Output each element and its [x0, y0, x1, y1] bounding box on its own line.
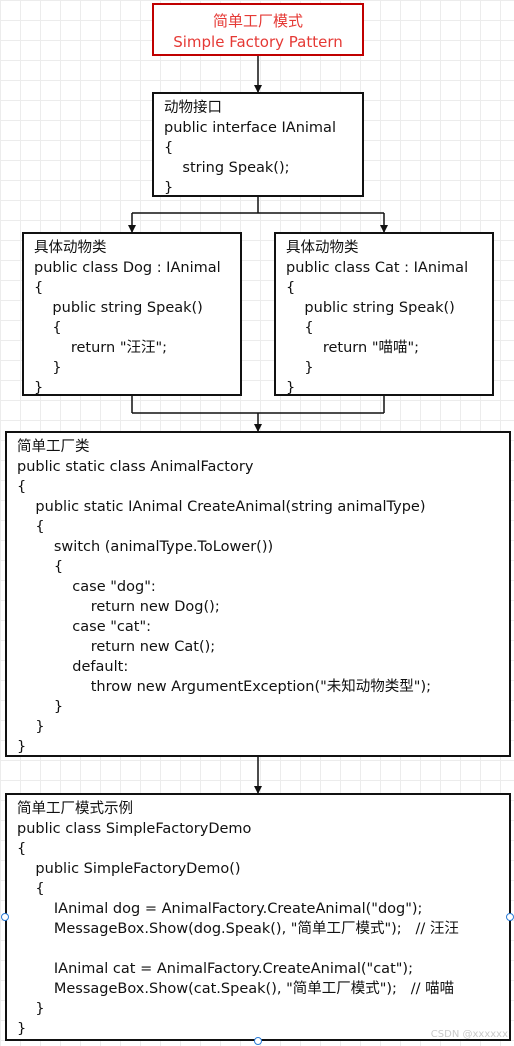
code-line: {: [286, 320, 314, 336]
code-line: }: [17, 1021, 27, 1037]
code-line: [17, 939, 505, 959]
resize-handle-left[interactable]: [1, 913, 9, 921]
interface-code: 动物接口 public interface IAnimal { string Spe…: [164, 98, 358, 198]
code-line: MessageBox.Show(dog.Speak(), "简单工厂模式"); …: [17, 921, 459, 937]
title-chinese: 简单工厂模式: [212, 12, 303, 30]
code-line: }: [17, 699, 64, 715]
code-line: public interface IAnimal: [164, 120, 336, 136]
code-line: public class Dog : IAnimal: [34, 260, 221, 276]
title-box: 简单工厂模式 Simple Factory Pattern: [152, 3, 364, 56]
code-line: IAnimal dog = AnimalFactory.CreateAnimal…: [17, 901, 423, 917]
code-line: {: [17, 559, 64, 575]
code-line: {: [17, 479, 27, 495]
title-english: Simple Factory Pattern: [173, 33, 343, 51]
code-line: return new Cat();: [17, 639, 216, 655]
watermark: CSDN @xxxxxx: [430, 1029, 508, 1040]
code-line: string Speak();: [164, 160, 290, 176]
code-line: }: [17, 719, 45, 735]
cat-class-box: 具体动物类 public class Cat : IAnimal { public …: [274, 232, 494, 396]
code-line: case "cat":: [17, 619, 152, 635]
code-line: public static class AnimalFactory: [17, 459, 254, 475]
code-line: throw new ArgumentException("未知动物类型");: [17, 679, 432, 695]
code-line: }: [286, 360, 314, 376]
code-line: 简单工厂类: [17, 439, 90, 455]
code-line: public static IAnimal CreateAnimal(strin…: [17, 499, 426, 515]
resize-handle-bottom[interactable]: [254, 1037, 262, 1045]
code-line: case "dog":: [17, 579, 156, 595]
code-line: return "汪汪";: [34, 340, 168, 356]
code-line: 动物接口: [164, 100, 222, 116]
code-line: {: [17, 841, 27, 857]
code-line: {: [34, 280, 44, 296]
cat-class-code: 具体动物类 public class Cat : IAnimal { public …: [286, 238, 488, 398]
code-line: IAnimal cat = AnimalFactory.CreateAnimal…: [17, 961, 413, 977]
code-line: public class SimpleFactoryDemo: [17, 821, 252, 837]
dog-class-box: 具体动物类 public class Dog : IAnimal { public …: [22, 232, 242, 396]
resize-handle-right[interactable]: [506, 913, 514, 921]
code-line: MessageBox.Show(cat.Speak(), "简单工厂模式"); …: [17, 981, 455, 997]
code-line: {: [34, 320, 62, 336]
code-line: return "喵喵";: [286, 340, 420, 356]
code-line: {: [164, 140, 174, 156]
code-line: }: [34, 380, 44, 396]
dog-class-code: 具体动物类 public class Dog : IAnimal { public …: [34, 238, 236, 398]
code-line: public class Cat : IAnimal: [286, 260, 469, 276]
code-line: {: [286, 280, 296, 296]
code-line: public string Speak(): [34, 300, 203, 316]
code-line: }: [17, 1001, 45, 1017]
code-line: return new Dog();: [17, 599, 220, 615]
interface-box: 动物接口 public interface IAnimal { string Spe…: [152, 92, 364, 197]
code-line: 简单工厂模式示例: [17, 801, 133, 817]
code-line: 具体动物类: [286, 240, 359, 256]
code-line: }: [286, 380, 296, 396]
code-line: }: [17, 739, 27, 755]
code-line: }: [164, 180, 174, 196]
code-line: default:: [17, 659, 129, 675]
code-line: }: [34, 360, 62, 376]
code-line: public SimpleFactoryDemo(): [17, 861, 241, 877]
code-line: {: [17, 881, 45, 897]
code-line: switch (animalType.ToLower()): [17, 539, 274, 555]
code-line: {: [17, 519, 45, 535]
code-line: 具体动物类: [34, 240, 107, 256]
code-line: public string Speak(): [286, 300, 455, 316]
